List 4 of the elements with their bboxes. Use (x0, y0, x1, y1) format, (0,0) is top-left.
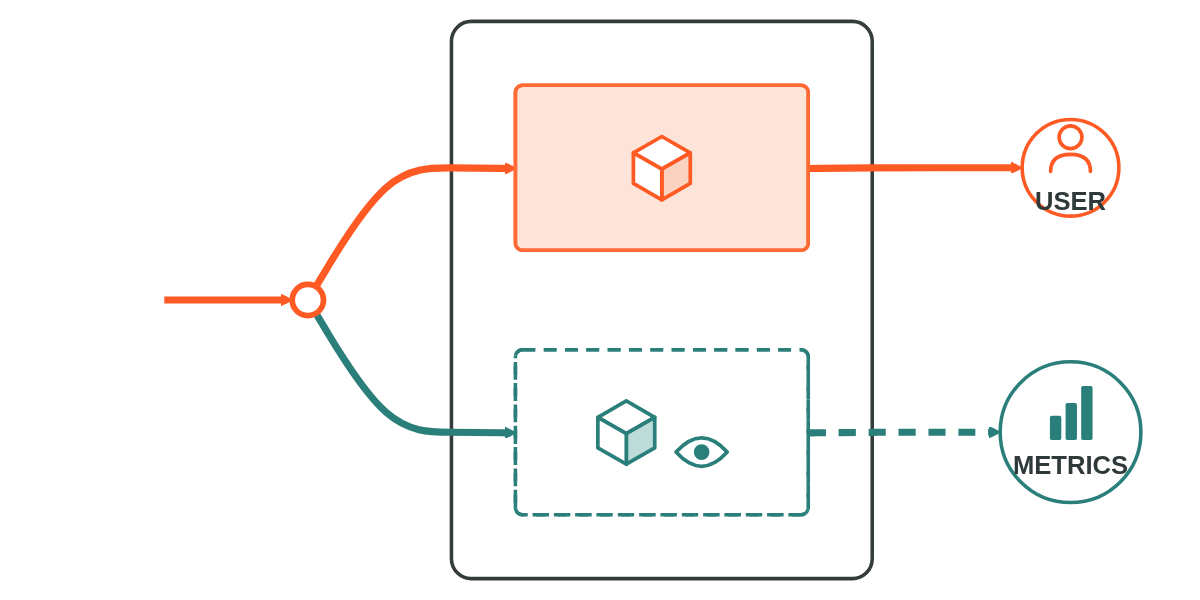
cluster (449, 19, 874, 581)
node-circle (289, 281, 327, 319)
node-circle: METRICS (998, 360, 1143, 505)
node-circle: USER (1020, 117, 1121, 218)
